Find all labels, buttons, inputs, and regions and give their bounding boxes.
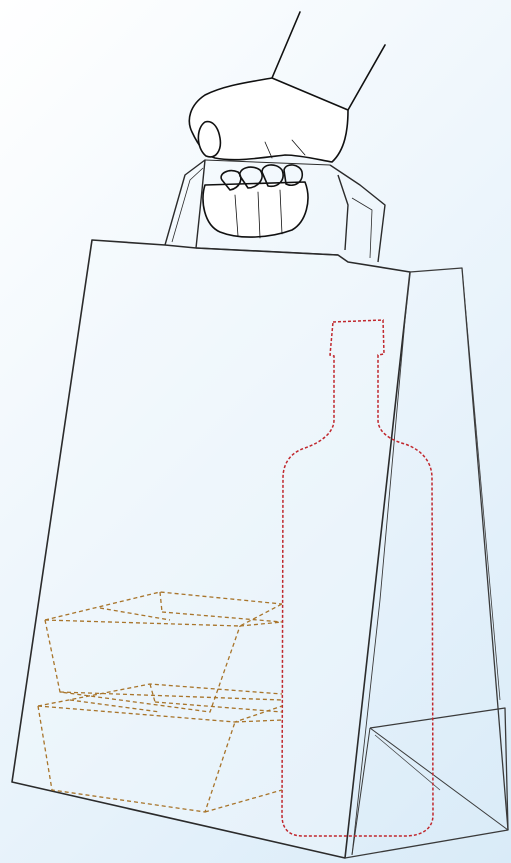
bag-body [12,240,410,858]
hand [189,12,385,238]
